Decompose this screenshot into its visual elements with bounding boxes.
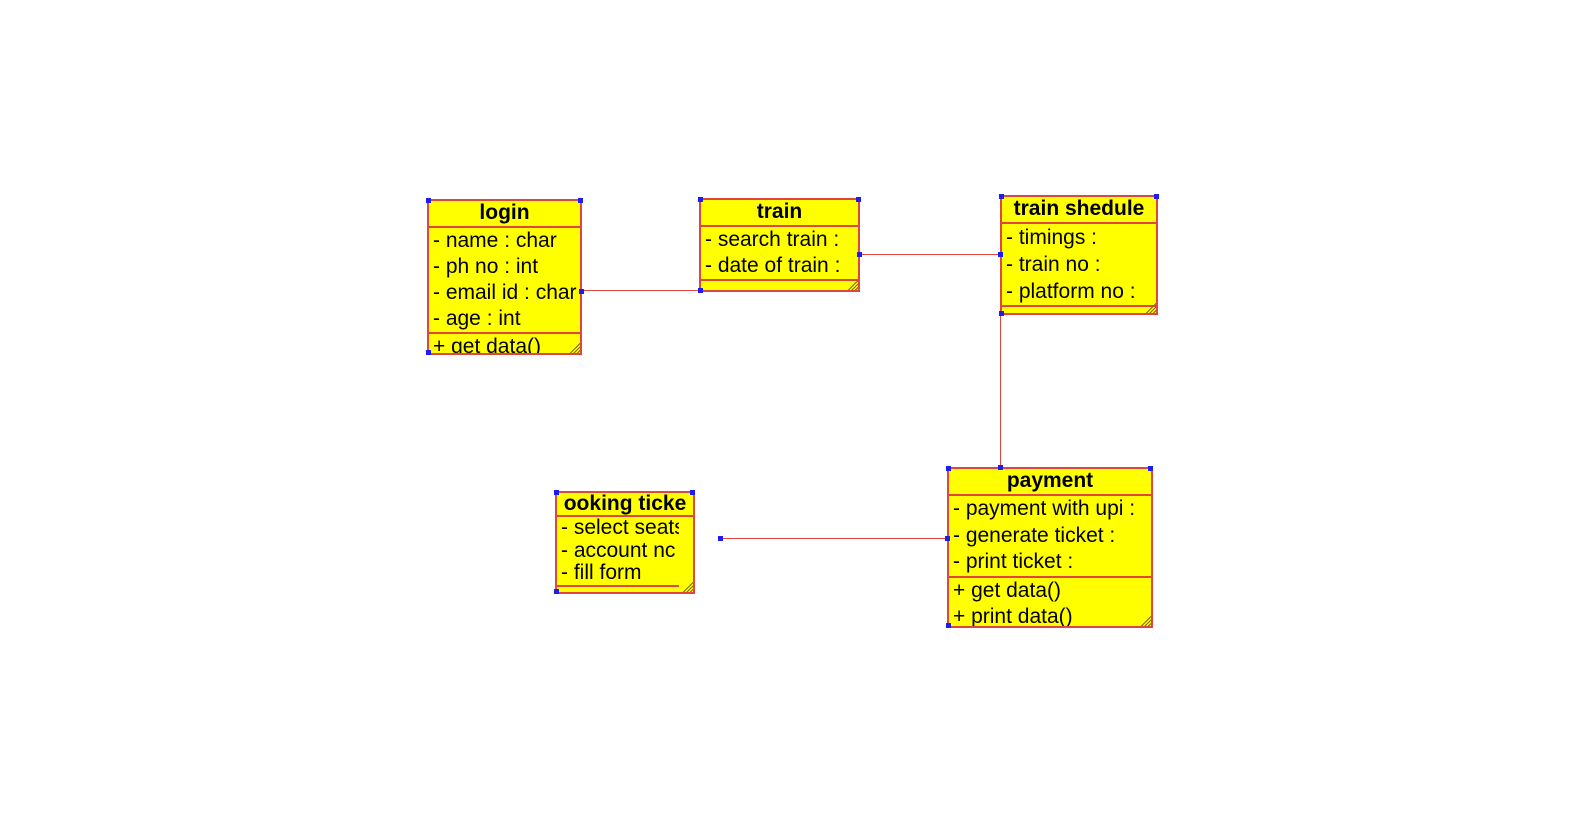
selection-handle[interactable]	[946, 623, 951, 628]
attribute: - platform no :	[1006, 280, 1136, 303]
attribute: - date of train :	[705, 254, 841, 277]
operation: + get data()	[953, 578, 1061, 602]
class-train[interactable]: train - search train : - date of train :	[699, 198, 860, 292]
class-login[interactable]: login - name : char - ph no : int - emai…	[427, 199, 582, 355]
selection-handle[interactable]	[426, 350, 431, 355]
resize-grip-icon[interactable]	[1139, 614, 1151, 626]
association-booking-ticket-payment[interactable]	[720, 538, 948, 539]
class-booking-ticket[interactable]: ooking ticke - select seats - account nc…	[555, 491, 695, 594]
resize-grip-icon[interactable]	[568, 341, 580, 353]
attribute: - generate ticket :	[953, 523, 1116, 547]
selection-handle[interactable]	[999, 194, 1004, 199]
selection-handle[interactable]	[698, 197, 703, 202]
selection-handle[interactable]	[554, 589, 559, 594]
selection-handle[interactable]	[856, 197, 861, 202]
resize-grip-icon[interactable]	[1144, 301, 1156, 313]
connection-handle[interactable]	[698, 288, 703, 293]
class-name: ooking ticke	[557, 493, 693, 517]
association-train-train-shedule[interactable]	[859, 254, 1002, 255]
class-name: train shedule	[1002, 197, 1156, 224]
connection-handle[interactable]	[998, 252, 1003, 257]
attribute: - email id : char	[433, 281, 577, 304]
attribute-compartment: - select seats - account nc - fill form	[557, 517, 679, 587]
connection-handle[interactable]	[998, 465, 1003, 470]
attribute: - fill form	[561, 562, 642, 584]
connection-handle[interactable]	[579, 289, 584, 294]
resize-grip-icon[interactable]	[681, 580, 693, 592]
selection-handle[interactable]	[1148, 466, 1153, 471]
connection-handle[interactable]	[857, 252, 862, 257]
association-train-shedule-payment[interactable]	[1000, 313, 1001, 467]
attribute: - timings :	[1006, 226, 1098, 249]
attribute: - search train :	[705, 228, 840, 251]
class-train-shedule[interactable]: train shedule - timings : - train no : -…	[1000, 195, 1158, 315]
class-name: payment	[949, 469, 1151, 496]
attribute-compartment: - name : char - ph no : int - email id :…	[429, 228, 580, 334]
selection-handle[interactable]	[426, 198, 431, 203]
operation-compartment: + get data() + print data()	[949, 578, 1151, 628]
attribute-compartment: - payment with upi : - generate ticket :…	[949, 496, 1151, 578]
selection-handle[interactable]	[1154, 194, 1159, 199]
attribute: - age : int	[433, 307, 521, 330]
attribute-compartment: - search train : - date of train :	[701, 227, 858, 281]
connection-handle[interactable]	[999, 311, 1004, 316]
class-name: login	[429, 201, 580, 228]
attribute-compartment: - timings : - train no : - platform no :	[1002, 224, 1156, 307]
attribute: - select seats	[561, 517, 679, 539]
selection-handle[interactable]	[578, 198, 583, 203]
attribute: - account nc	[561, 539, 676, 562]
operation: + get data()	[433, 335, 541, 355]
selection-handle[interactable]	[690, 490, 695, 495]
attribute: - print ticket :	[953, 550, 1074, 573]
resize-grip-icon[interactable]	[846, 278, 858, 290]
association-login-train[interactable]	[581, 290, 701, 291]
operation: + print data()	[953, 605, 1073, 628]
attribute: - ph no : int	[433, 255, 539, 278]
selection-handle[interactable]	[554, 490, 559, 495]
attribute: - train no :	[1006, 253, 1101, 276]
attribute: - name : char	[433, 229, 557, 252]
operation-compartment: + get data()	[429, 334, 580, 355]
connection-handle[interactable]	[945, 536, 950, 541]
connection-handle[interactable]	[718, 536, 723, 541]
class-payment[interactable]: payment - payment with upi : - generate …	[947, 467, 1153, 628]
class-name: train	[701, 200, 858, 227]
attribute: - payment with upi :	[953, 497, 1136, 520]
selection-handle[interactable]	[946, 466, 951, 471]
